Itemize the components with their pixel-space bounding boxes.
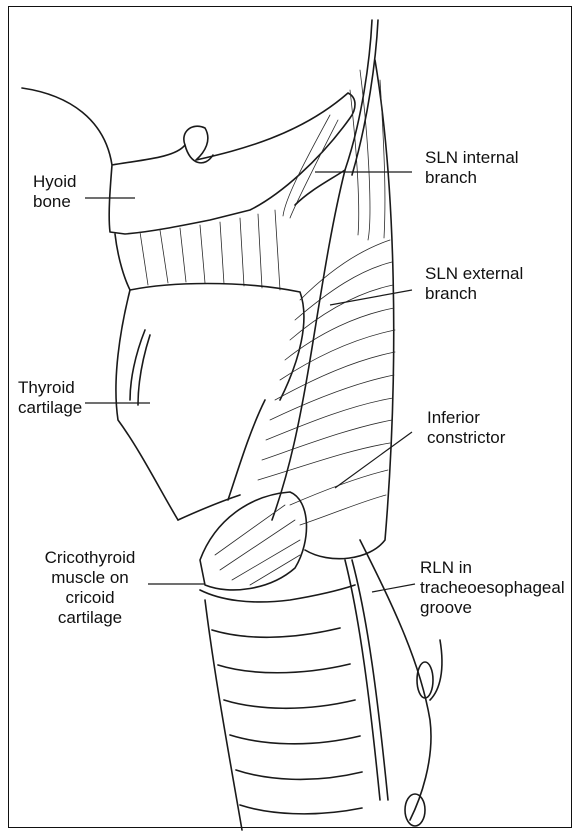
inferior-constrictor-leader bbox=[335, 432, 412, 488]
trachea-drawing bbox=[200, 585, 362, 830]
thyroid-cartilage-drawing bbox=[116, 284, 304, 521]
sln-nerve-drawing bbox=[272, 20, 378, 520]
label-hyoid-bone: Hyoid bone bbox=[33, 172, 76, 212]
rln-leader bbox=[372, 584, 415, 592]
sln-external-leader bbox=[330, 290, 412, 305]
label-sln-external-branch: SLN external branch bbox=[425, 264, 523, 304]
hyoid-bone-drawing bbox=[22, 88, 355, 234]
label-inferior-constrictor: Inferior constrictor bbox=[427, 408, 505, 448]
label-rln-groove: RLN in tracheoesophageal groove bbox=[420, 558, 565, 618]
label-sln-internal-branch: SLN internal branch bbox=[425, 148, 519, 188]
label-cricothyroid-muscle: Cricothyroid muscle on cricoid cartilage bbox=[30, 548, 150, 628]
cricothyroid-drawing bbox=[200, 492, 306, 590]
label-thyroid-cartilage: Thyroid cartilage bbox=[18, 378, 82, 418]
